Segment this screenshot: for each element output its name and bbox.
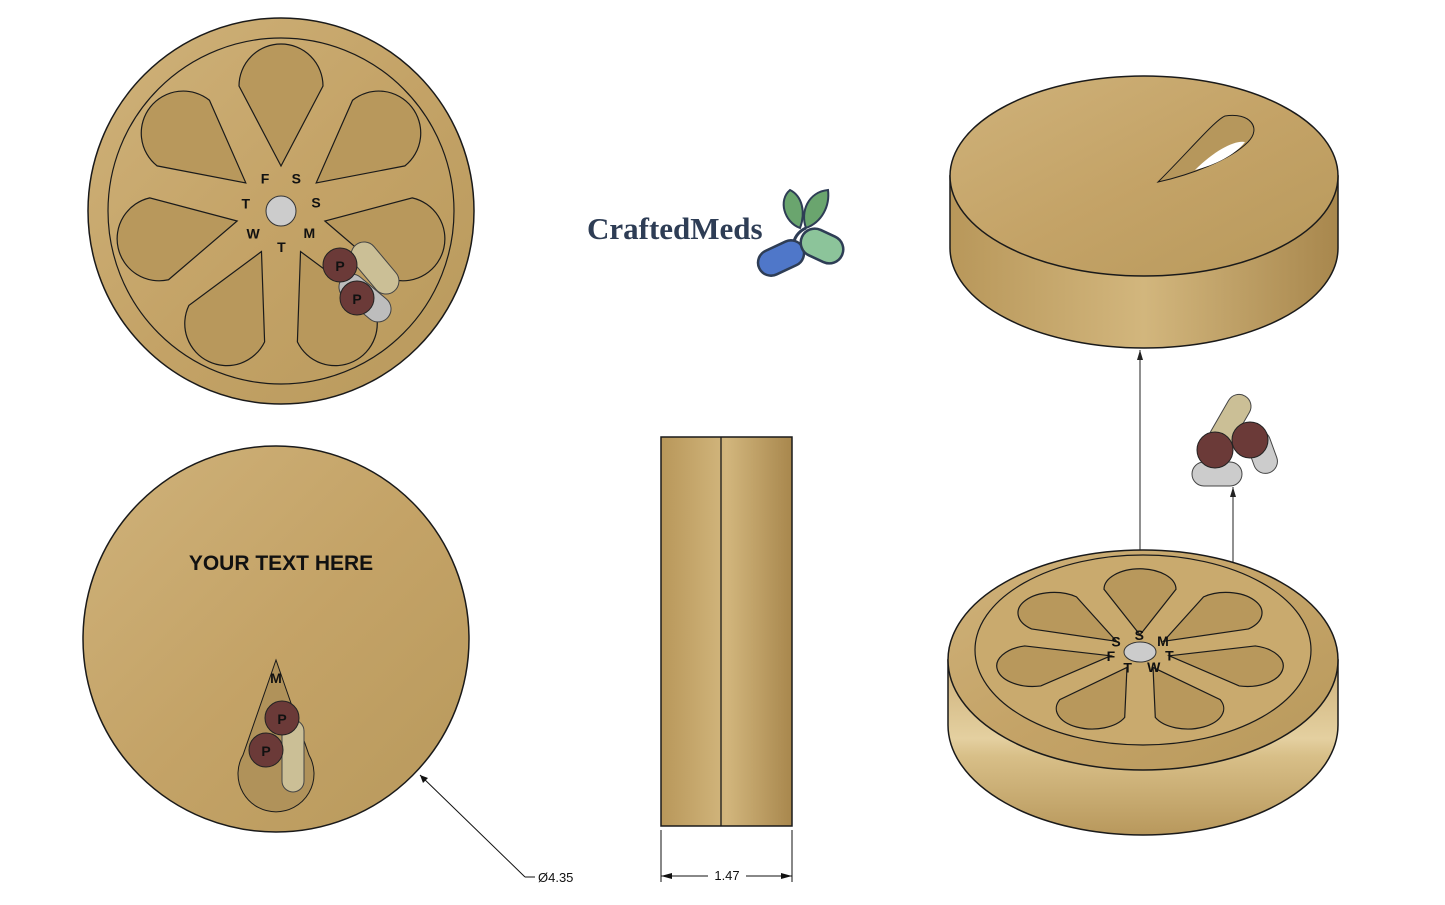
day-label: S	[1111, 634, 1120, 650]
side-body	[660, 436, 793, 827]
pill-letter: P	[352, 291, 361, 307]
day-label: S	[311, 195, 320, 211]
compartment	[315, 90, 422, 184]
bottom-view: YOUR TEXT HERE M P P Ø4.35	[82, 445, 573, 885]
iso-lid	[949, 75, 1339, 349]
pills: P P	[322, 241, 400, 323]
compartment	[1017, 591, 1119, 643]
compartment	[1161, 591, 1263, 643]
compartment	[116, 197, 239, 282]
engraving-text: YOUR TEXT HERE	[189, 552, 373, 575]
diameter-leader	[419, 774, 526, 878]
pill-p-1	[322, 247, 358, 283]
pill-compartments	[116, 43, 446, 367]
side-view: 1.47	[660, 436, 793, 883]
day-label: S	[292, 170, 301, 186]
compartment	[184, 250, 266, 367]
pill-compartments	[996, 568, 1284, 730]
pill-letter: P	[261, 743, 270, 759]
pill-letter: P	[335, 258, 344, 274]
compartment	[1103, 568, 1177, 636]
exploded-pills	[1191, 393, 1278, 487]
thickness-dimension: 1.47	[714, 868, 739, 883]
logo-text: CraftedMeds	[587, 211, 763, 246]
day-label: S	[1135, 627, 1144, 643]
day-label: T	[1123, 660, 1132, 676]
day-label: M	[304, 225, 316, 241]
compartment	[140, 90, 247, 184]
compartment	[1152, 666, 1225, 730]
lid-disc	[82, 445, 470, 833]
compartment	[323, 197, 446, 282]
day-label: T	[242, 195, 251, 211]
day-label: F	[1107, 648, 1116, 664]
inner-ring	[107, 37, 455, 385]
day-label: T	[1165, 647, 1174, 663]
window-day-label: M	[270, 670, 282, 686]
craftedmeds-logo: CraftedMeds	[587, 188, 845, 277]
compartment	[238, 43, 324, 168]
day-label: W	[246, 226, 260, 242]
day-label: T	[277, 239, 286, 255]
diameter-dimension: Ø4.35	[538, 870, 573, 885]
compartment	[1166, 645, 1284, 688]
pill-p-2	[339, 280, 375, 316]
pill-letter: P	[277, 711, 286, 727]
day-label: W	[1147, 659, 1161, 675]
center-hub	[265, 195, 297, 227]
day-label: F	[261, 171, 270, 187]
compartment	[1055, 666, 1128, 730]
compartment	[996, 645, 1114, 688]
day-label: M	[1157, 633, 1169, 649]
